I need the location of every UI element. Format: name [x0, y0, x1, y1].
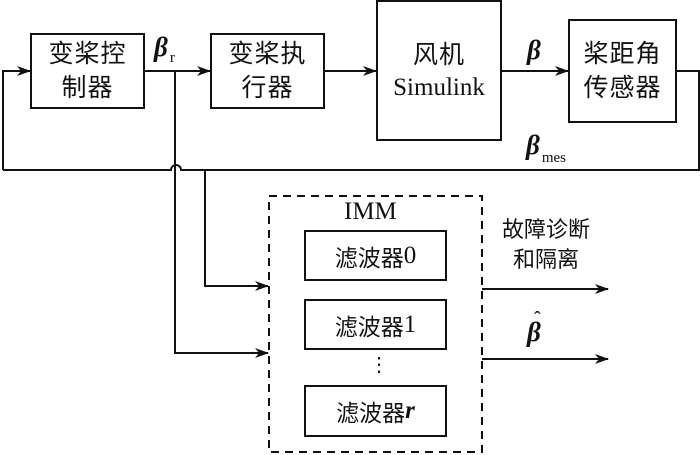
pitch-sensor-label-line2: 传感器 [583, 73, 662, 102]
filter-1-index: 1 [403, 310, 417, 338]
beta-mes-feedback-line [3, 70, 700, 171]
wind-turbine-label-line2: Simulink [393, 73, 485, 101]
filter-r-index: r [405, 397, 415, 424]
pitch-sensor-block: 桨距角 传感器 [568, 19, 677, 123]
fdi-label-line1: 故障诊断 [501, 218, 590, 243]
beta-hat-accent: ˆ [534, 308, 541, 330]
pitch-controller-block: 变桨控 制器 [30, 33, 145, 109]
beta-r-to-imm-arrow [174, 71, 269, 358]
beta-r-subscript: r [169, 50, 175, 66]
filter-0-index: 0 [403, 241, 417, 269]
imm-title: IMM [344, 198, 397, 225]
wind-turbine-label-line1: 风机 [412, 39, 465, 69]
filter-r-label: 滤波器 [336, 401, 406, 427]
beta-r-symbol: β [154, 32, 168, 62]
pitch-actuator-label-line2: 行器 [241, 73, 294, 102]
feedback-into-controller-arrow [2, 66, 31, 170]
pitch-controller-label-line2: 制器 [61, 73, 114, 102]
beta-hat-label: ˆ β [527, 308, 541, 348]
imm-dashed-boundary [268, 195, 483, 453]
filters-ellipsis: ⋮ [369, 352, 389, 376]
filter-0-label: 滤波器 [334, 245, 404, 272]
pitch-sensor-label-line1: 桨距角 [583, 39, 662, 68]
pitch-actuator-label-line1: 变桨执 [228, 39, 307, 68]
fdi-label-line2: 和隔离 [512, 248, 579, 273]
fdi-output-label: 故障诊断 和隔离 [486, 216, 606, 276]
beta-label: β [527, 35, 541, 66]
pitch-controller-label-line1: 变桨控 [48, 39, 127, 68]
beta-hat-symbol: β [527, 317, 541, 347]
beta-symbol: β [527, 35, 541, 65]
filter-1-label: 滤波器 [334, 314, 404, 341]
beta-mes-subscript: mes [541, 150, 567, 166]
beta-mes-symbol: β [526, 130, 540, 160]
pitch-actuator-block: 变桨执 行器 [210, 33, 325, 109]
beta-mes-to-imm-arrow [204, 170, 269, 291]
wind-turbine-block: 风机 Simulink [376, 0, 502, 141]
